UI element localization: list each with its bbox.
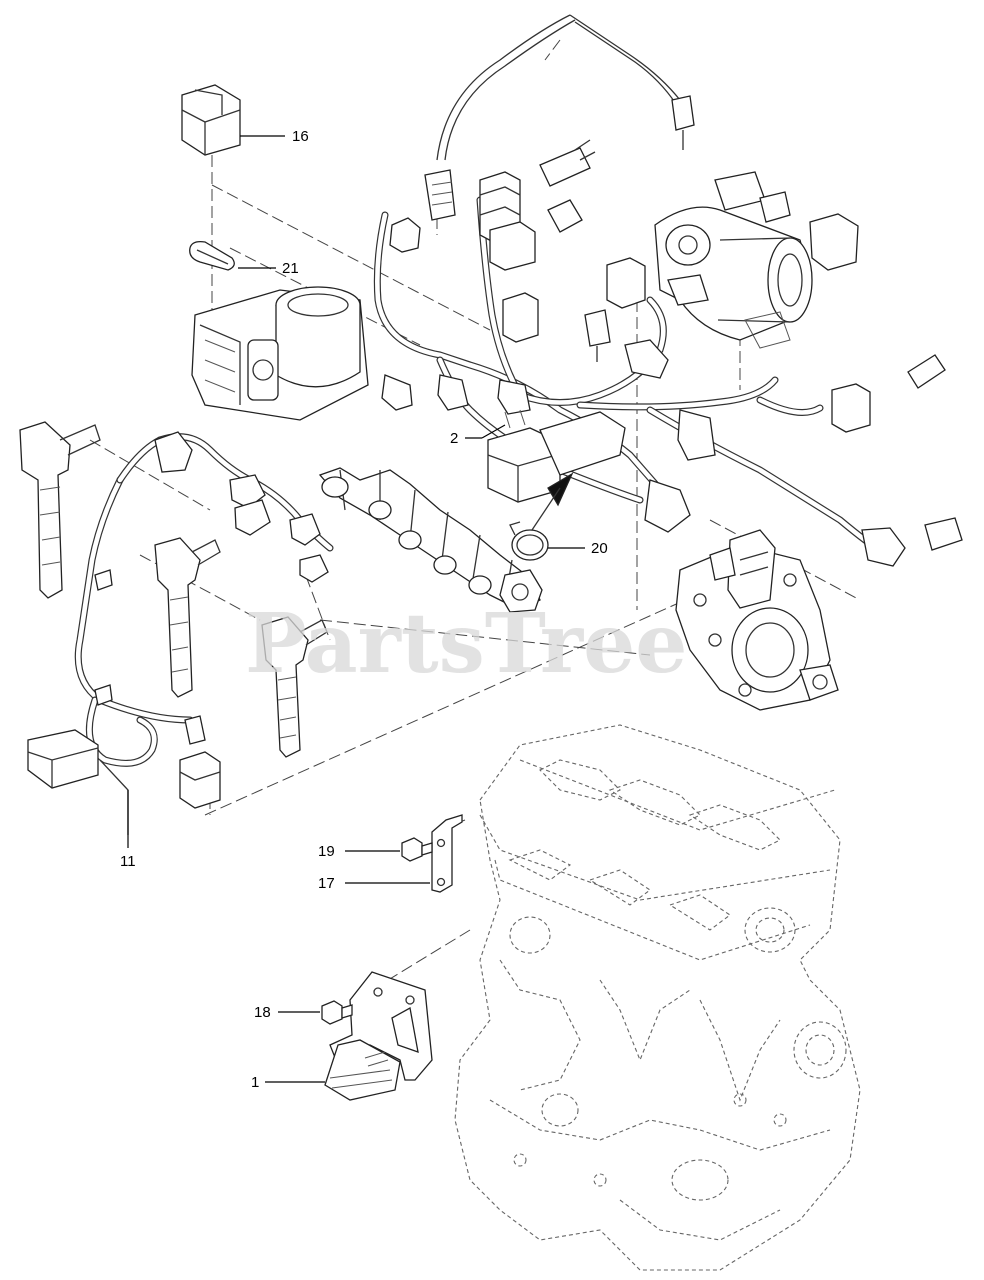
callout-20[interactable]: 20 [591, 540, 608, 557]
part-18-bolt[interactable] [321, 1000, 353, 1025]
callout-1[interactable]: 1 [251, 1074, 259, 1091]
valve-assembly [654, 206, 813, 349]
injector-3 [261, 616, 328, 758]
callout-18[interactable]: 18 [254, 1004, 271, 1021]
injector-2 [154, 537, 221, 698]
fuel-pump [675, 529, 839, 711]
callout-11[interactable]: 11 [120, 853, 136, 870]
engine-block [454, 724, 861, 1271]
throttle-body[interactable] [191, 286, 369, 421]
callout-19[interactable]: 19 [318, 843, 335, 860]
callout-labels: 16 21 2 20 11 19 17 18 1 [120, 128, 608, 1091]
part-17-bracket[interactable] [431, 814, 463, 893]
part-11-injector-harness[interactable] [27, 431, 334, 835]
part-21-gasket[interactable] [189, 240, 235, 271]
part-20-hose-clamp[interactable] [509, 472, 574, 561]
callout-2[interactable]: 2 [450, 430, 458, 447]
sensors [424, 95, 963, 551]
part-2-main-wiring-harness[interactable] [373, 14, 906, 567]
fuel-injectors [19, 421, 328, 758]
part-19-bolt[interactable] [401, 837, 433, 862]
callout-17[interactable]: 17 [318, 875, 335, 892]
injector-1 [19, 421, 101, 599]
callout-21[interactable]: 21 [282, 260, 299, 277]
fuel-rail [318, 467, 543, 613]
watermark: PartsTree [245, 596, 687, 692]
callout-16[interactable]: 16 [292, 128, 309, 145]
part-1-mounting-bracket[interactable] [324, 971, 433, 1101]
part-16-connector-cap[interactable] [181, 84, 241, 156]
callout-leaders [127, 135, 585, 1083]
